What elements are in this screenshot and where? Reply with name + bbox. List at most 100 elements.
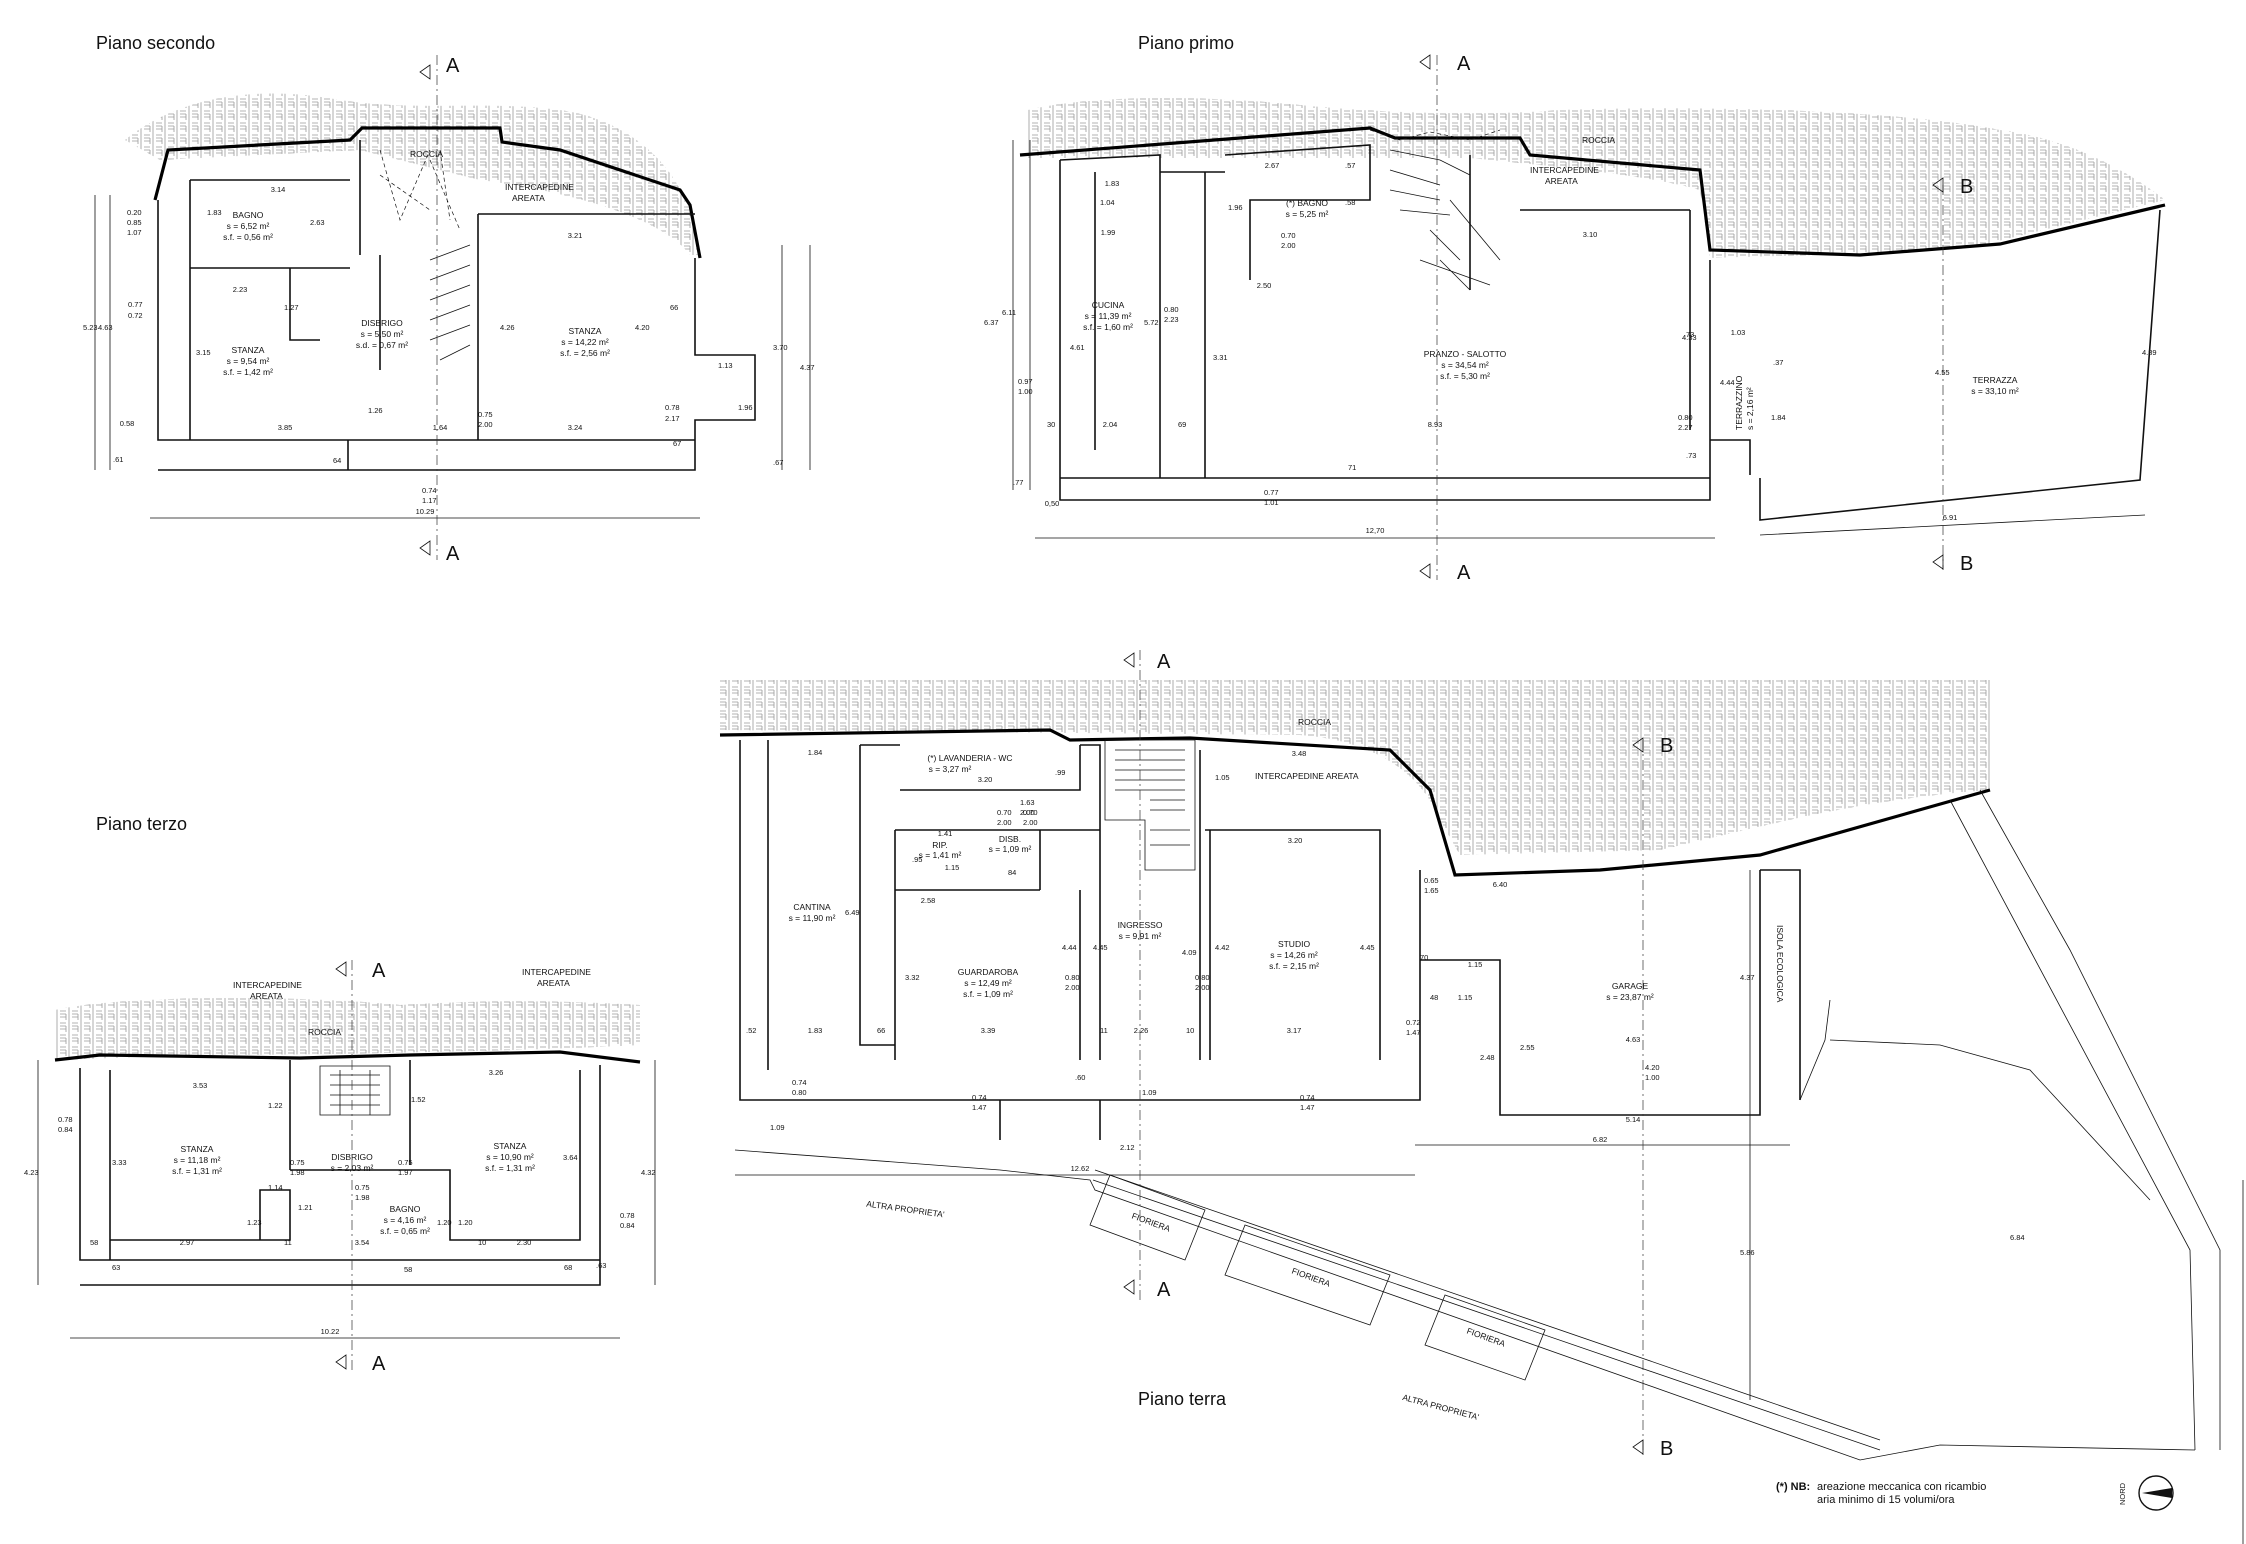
section-arrow (419, 64, 431, 80)
dimension-label: 5.14 (1626, 1115, 1641, 1124)
legend: (*) NB: areazione meccanica con ricambio… (1776, 1180, 2244, 1544)
dimension-label: 0.78 (58, 1115, 73, 1124)
dimension-label: 1.07 (127, 228, 142, 237)
floor-plan-first: Piano primo ROCCIA INTERCAPEDINE AREATA … (984, 33, 2166, 584)
stair-second (379, 149, 461, 231)
dimension-label: 0.75 (290, 1158, 305, 1167)
dimension-label: 0.58 (120, 419, 135, 428)
dimension-label: 58 (90, 1238, 98, 1247)
dimension-label: 0.84 (58, 1125, 73, 1134)
section-mark-b: B (1960, 176, 1973, 198)
dimension-label: 1.00 (1645, 1073, 1660, 1082)
room-area: s = 23,87 m² (1606, 992, 1654, 1002)
dimension-label: 1.20 (437, 1218, 452, 1227)
dimension-label: 1.84 (1771, 413, 1786, 422)
title-first-floor: Piano primo (1138, 33, 1234, 53)
areata-label-second: AREATA (512, 193, 545, 203)
dimension-label: 1.41 (938, 829, 953, 838)
dimension-label: 4.09 (1182, 948, 1197, 957)
dimension-label: 3.64 (563, 1153, 578, 1162)
stair-steps-second (429, 244, 471, 361)
room-area: s = 10,90 m² (486, 1152, 534, 1162)
section-mark-a: A (1457, 562, 1471, 584)
dimension-label: 2.00 (1023, 818, 1038, 827)
dimension-label: .95 (912, 855, 922, 864)
dimension-label: 0.74 (1300, 1093, 1315, 1102)
dimension-lines-ground (735, 870, 1790, 1400)
dimension-label: 1.26 (368, 406, 383, 415)
dimension-label: .63 (596, 1261, 606, 1270)
room-area: s = 1,41 m² (919, 850, 962, 860)
section-mark-a: A (446, 55, 460, 77)
dimension-label: 3.32 (905, 973, 920, 982)
dimension-label: 1.05 (1215, 773, 1230, 782)
room-window-area: s.f. = 5,30 m² (1440, 371, 1490, 381)
intercapedine-label-third-left: INTERCAPEDINE (233, 980, 302, 990)
title-ground-floor: Piano terra (1138, 1389, 1227, 1409)
dimension-label: 1.96 (1228, 203, 1243, 212)
dimension-label: 73 (1686, 330, 1694, 339)
outline-second (157, 140, 756, 471)
stair-third (319, 1065, 391, 1116)
dimension-label: 0.80 (1195, 973, 1210, 982)
dimension-label: 2.30 (517, 1238, 532, 1247)
planter-label: FIORIERA (1130, 1211, 1171, 1234)
room-area: s = 5,50 m² (361, 329, 404, 339)
dimension-label: 3.54 (355, 1238, 370, 1247)
room-area: s = 11,39 m² (1085, 311, 1132, 321)
dimension-label: 1.47 (972, 1103, 987, 1112)
room-area: s = 14,26 m² (1270, 950, 1318, 960)
room-area: s = 12,49 m² (964, 978, 1012, 988)
dimension-label: 4.44 (1720, 378, 1735, 387)
dimension-label: 66 (877, 1026, 885, 1035)
dimension-label: 58 (404, 1265, 412, 1274)
dimension-label: 2.00 (1065, 983, 1080, 992)
dimension-label: 1.20 (458, 1218, 473, 1227)
dimension-label: .61 (113, 455, 123, 464)
dimension-label: 0.65 (1424, 876, 1439, 885)
title-second-floor: Piano secondo (96, 33, 215, 53)
dimension-label: 3.31 (1213, 353, 1228, 362)
dimension-label: 3.20 (978, 775, 993, 784)
dimension-label: 6.11 (1002, 308, 1016, 317)
dimension-label: 71 (1348, 463, 1356, 472)
section-mark-a: A (372, 960, 386, 982)
section-mark-b: B (1660, 735, 1673, 757)
room-window-area: s.f. = 2,56 m² (560, 348, 610, 358)
dimension-label: 2.00 (1020, 808, 1035, 817)
dimension-label: 4.63 (1626, 1035, 1641, 1044)
dimension-label: 4.37 (800, 363, 815, 372)
section-arrow (1123, 652, 1135, 668)
dimension-label: 3.70 (773, 343, 788, 352)
floor-plan-second: Piano secondo ROCCIA INTERCAPEDINE AREAT… (83, 33, 815, 565)
room-name: DISBRIGO (361, 318, 403, 328)
dimension-label: 11 (1100, 1026, 1108, 1035)
dimension-label: 0.77 (1264, 488, 1279, 497)
dimension-label: 1.84 (808, 748, 823, 757)
dimension-label: 6.49 (845, 908, 860, 917)
dimension-label: 3.21 (568, 231, 583, 240)
dimension-label: 4.20 (1645, 1063, 1660, 1072)
outline-first (1059, 144, 2161, 521)
dimension-label: 3.53 (193, 1081, 208, 1090)
section-arrow (1632, 1439, 1644, 1455)
dimension-label: 2.17 (665, 414, 680, 423)
dimension-label: 1.64 (433, 423, 448, 432)
room-area: s = 33,10 m² (1971, 386, 2019, 396)
north-label: NORD (2118, 1482, 2127, 1505)
section-mark-b: B (1960, 553, 1973, 575)
rock-line-second (153, 126, 702, 259)
planter-2 (1224, 1224, 1391, 1326)
dimension-label: 3.85 (278, 423, 293, 432)
rock-line-ground (719, 728, 1991, 877)
dimension-label: 3.10 (1583, 230, 1598, 239)
dimension-label: .58 (1345, 198, 1355, 207)
dimension-label: 0.85 (127, 218, 142, 227)
section-mark-a: A (1157, 651, 1171, 673)
areata-label-third-left: AREATA (250, 991, 283, 1001)
dimension-label: 0.75 (355, 1183, 370, 1192)
roccia-label-third: ROCCIA (308, 1027, 341, 1037)
dimension-label: 2.12 (1120, 1143, 1135, 1152)
stair-first (1389, 149, 1501, 291)
room-name: DISBRIGO (331, 1152, 373, 1162)
